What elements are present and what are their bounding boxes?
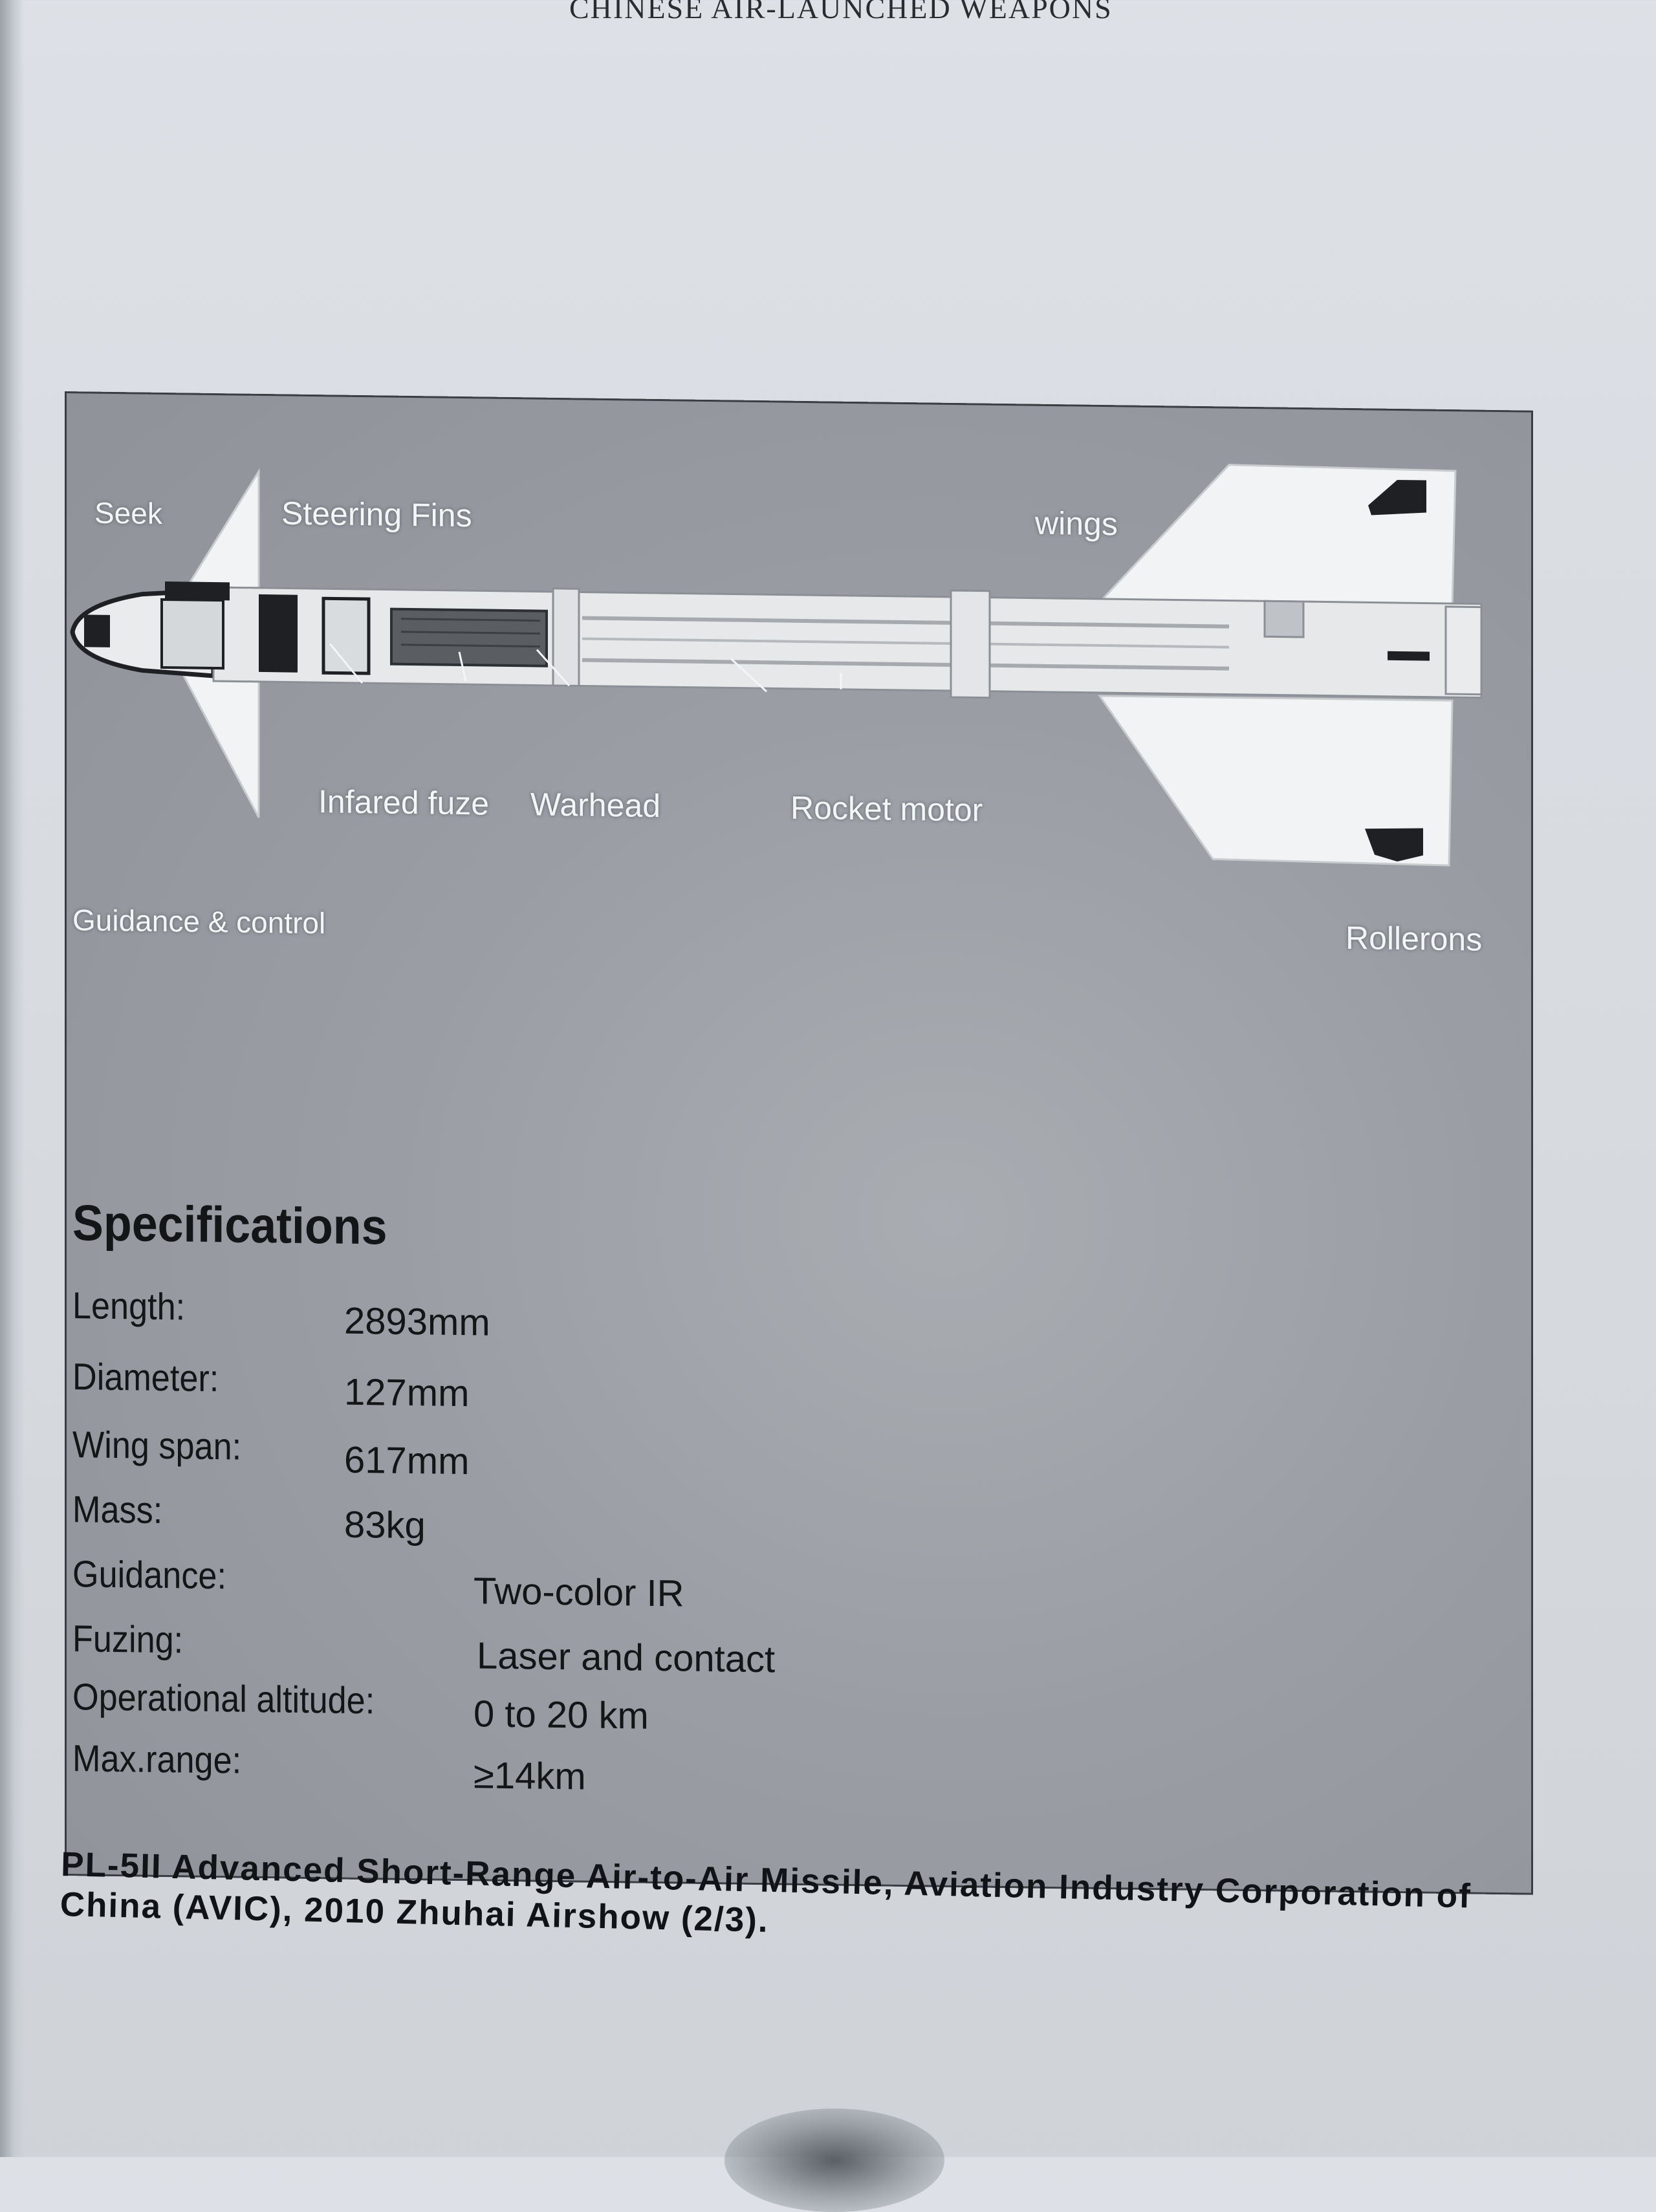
label-wings: wings — [1035, 504, 1118, 543]
missile-diagram — [70, 464, 1483, 867]
fuze-section — [321, 596, 371, 675]
label-seek: Seek — [94, 495, 162, 530]
missile-figure: Seek Steering Fins wings Infared fuze Wa… — [65, 391, 1533, 1895]
label-infared-fuze: Infared fuze — [318, 783, 490, 822]
spec-key: Fuzing: — [72, 1618, 184, 1662]
page-spine-shadow — [0, 0, 25, 2157]
guidance-housing — [160, 598, 224, 670]
running-head: CHINESE AIR-LAUNCHED WEAPONS — [569, 0, 1113, 25]
warhead-ring — [552, 587, 580, 687]
spec-key: Operational altitude: — [72, 1676, 375, 1722]
motor-band — [950, 589, 991, 699]
spec-row-mass: Mass: 83kg — [72, 1488, 1043, 1552]
spec-row-fuzing: Fuzing: Laser and contact — [72, 1617, 1043, 1682]
spec-row-max-range: Max.range: ≥14km — [72, 1737, 1043, 1801]
hand-shadow — [724, 2109, 944, 2212]
seeker-block — [84, 614, 110, 647]
spec-value: 2893mm — [344, 1299, 490, 1344]
label-guidance-control: Guidance & control — [72, 903, 326, 940]
spec-key: Max.range: — [72, 1737, 242, 1782]
label-warhead: Warhead — [530, 786, 661, 825]
spec-row-length: Length: 2893mm — [72, 1284, 1043, 1349]
spec-value: 127mm — [344, 1371, 470, 1415]
specifications-title: Specifications — [72, 1194, 387, 1255]
label-rollerons: Rollerons — [1346, 919, 1483, 958]
spec-key: Wing span: — [72, 1424, 242, 1468]
spec-key: Length: — [72, 1285, 186, 1328]
rear-band — [1263, 600, 1305, 638]
rolleron-upper — [1368, 479, 1426, 515]
spec-row-guidance: Guidance: Two-color IR — [72, 1552, 1043, 1617]
canard-mount — [165, 581, 230, 601]
control-actuator — [259, 594, 298, 673]
tail-detail — [1388, 651, 1430, 661]
spec-key: Diameter: — [72, 1356, 219, 1400]
spec-key: Mass: — [72, 1488, 163, 1532]
spec-value: 83kg — [344, 1503, 426, 1547]
spec-value: 617mm — [344, 1438, 470, 1483]
spec-row-wing-span: Wing span: 617mm — [72, 1423, 1043, 1488]
label-rocket-motor: Rocket motor — [790, 789, 983, 829]
spec-value: 0 to 20 km — [474, 1693, 649, 1737]
spec-value: Two-color IR — [474, 1570, 684, 1615]
wing-lower — [1098, 695, 1454, 867]
label-steering-fins: Steering Fins — [281, 495, 472, 534]
tail-cap — [1444, 605, 1483, 696]
steering-fin-lower — [179, 669, 260, 818]
steering-fin-upper — [179, 468, 260, 599]
spec-key: Guidance: — [72, 1553, 226, 1598]
spec-row-operational-altitude: Operational altitude: 0 to 20 km — [72, 1675, 1043, 1740]
warhead-section — [390, 607, 548, 667]
spec-value: ≥14km — [474, 1754, 586, 1798]
rolleron-lower — [1365, 828, 1423, 862]
spec-row-diameter: Diameter: 127mm — [72, 1355, 1043, 1420]
spec-value: Laser and contact — [477, 1634, 776, 1681]
